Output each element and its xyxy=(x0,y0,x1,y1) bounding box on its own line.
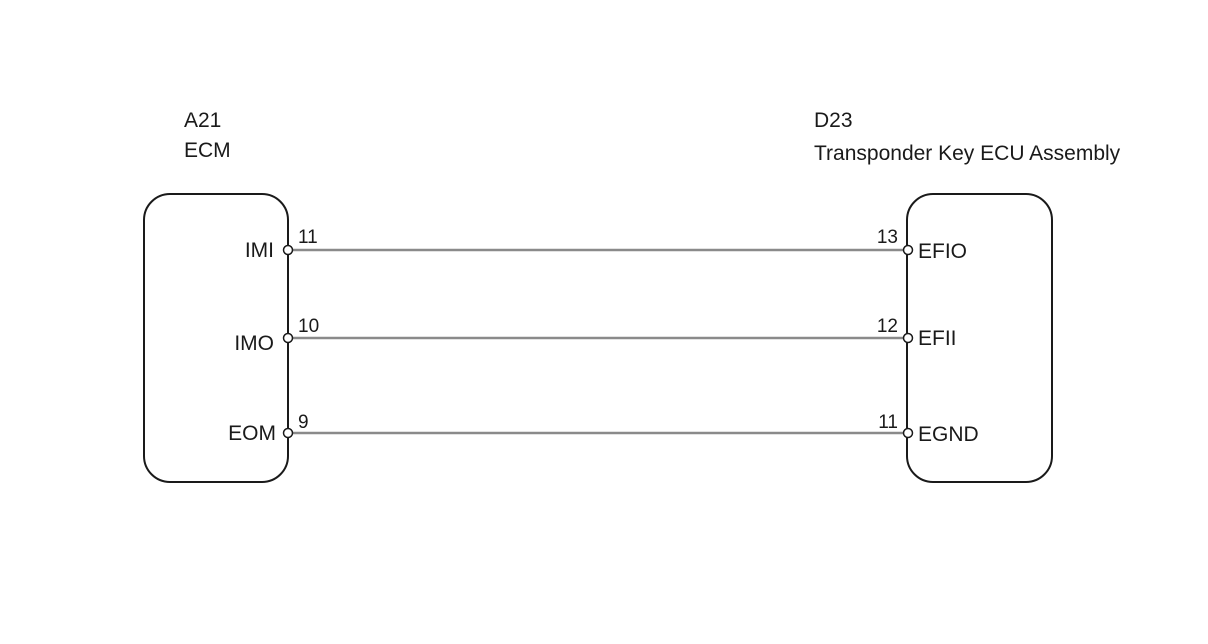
pin-label-egnd: EGND xyxy=(918,423,979,446)
pin-number-imi: 11 xyxy=(298,227,318,248)
terminal-egnd xyxy=(902,427,914,439)
terminal-eom xyxy=(282,427,294,439)
pin-label-eom: EOM xyxy=(228,422,276,445)
terminal-imi xyxy=(282,244,294,256)
right-connector-id: D23 xyxy=(814,109,853,132)
pin-number-egnd: 11 xyxy=(878,412,898,433)
pin-number-eom: 9 xyxy=(298,412,309,433)
pin-number-imo: 10 xyxy=(298,316,319,337)
pin-label-efii: EFII xyxy=(918,327,957,350)
right-component-name: Transponder Key ECU Assembly xyxy=(814,142,1121,165)
pin-label-efio: EFIO xyxy=(918,240,967,263)
left-connector-id: A21 xyxy=(184,109,221,132)
terminal-efii xyxy=(902,332,914,344)
pin-label-imo: IMO xyxy=(234,332,274,355)
left-component-name: ECM xyxy=(184,139,231,162)
pin-number-efii: 12 xyxy=(877,316,898,337)
terminal-efio xyxy=(902,244,914,256)
terminal-imo xyxy=(282,332,294,344)
pin-number-efio: 13 xyxy=(877,227,898,248)
pin-label-imi: IMI xyxy=(245,239,274,262)
